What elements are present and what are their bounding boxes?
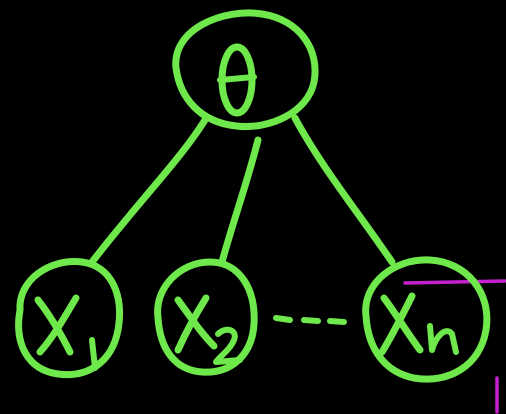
theta-glyph-bar <box>217 74 257 83</box>
ellipsis-dash-2 <box>301 317 321 324</box>
xn-subscript-text: n <box>445 349 446 351</box>
node-theta: θ <box>172 9 319 131</box>
edges <box>88 114 396 266</box>
theta-label: θ <box>237 89 238 91</box>
node-x1-outline <box>15 258 123 379</box>
ellipsis-dash-1 <box>273 315 293 323</box>
node-xn: X n <box>362 256 491 383</box>
magenta-horizontal-mark <box>403 279 506 285</box>
ellipsis-dash-3 <box>327 318 347 325</box>
xn-glyph-subscript <box>427 323 459 355</box>
x2-glyph-subscript <box>213 326 243 365</box>
node-theta-outline <box>172 9 319 131</box>
edge-theta-to-xn <box>291 114 396 266</box>
node-x1: X 1 <box>15 258 123 379</box>
ellipsis: - - - <box>273 315 347 325</box>
x2-glyph-x-a <box>174 296 218 350</box>
node-xn-outline <box>362 256 491 383</box>
node-x2-outline <box>154 258 258 376</box>
edge-theta-to-x2 <box>218 136 262 266</box>
x2-glyph-x-b <box>174 294 210 354</box>
magenta-corner-marks <box>403 279 506 414</box>
xn-glyph-x-b <box>378 292 416 356</box>
x1-glyph-subscript <box>89 337 98 371</box>
x1-glyph-x-b <box>36 294 80 356</box>
xn-glyph-x-a <box>380 294 424 354</box>
node-x2: X 2 <box>154 258 258 376</box>
x2-label: X <box>194 334 196 336</box>
xn-label: X <box>399 334 401 336</box>
edge-theta-to-x1 <box>88 116 209 266</box>
